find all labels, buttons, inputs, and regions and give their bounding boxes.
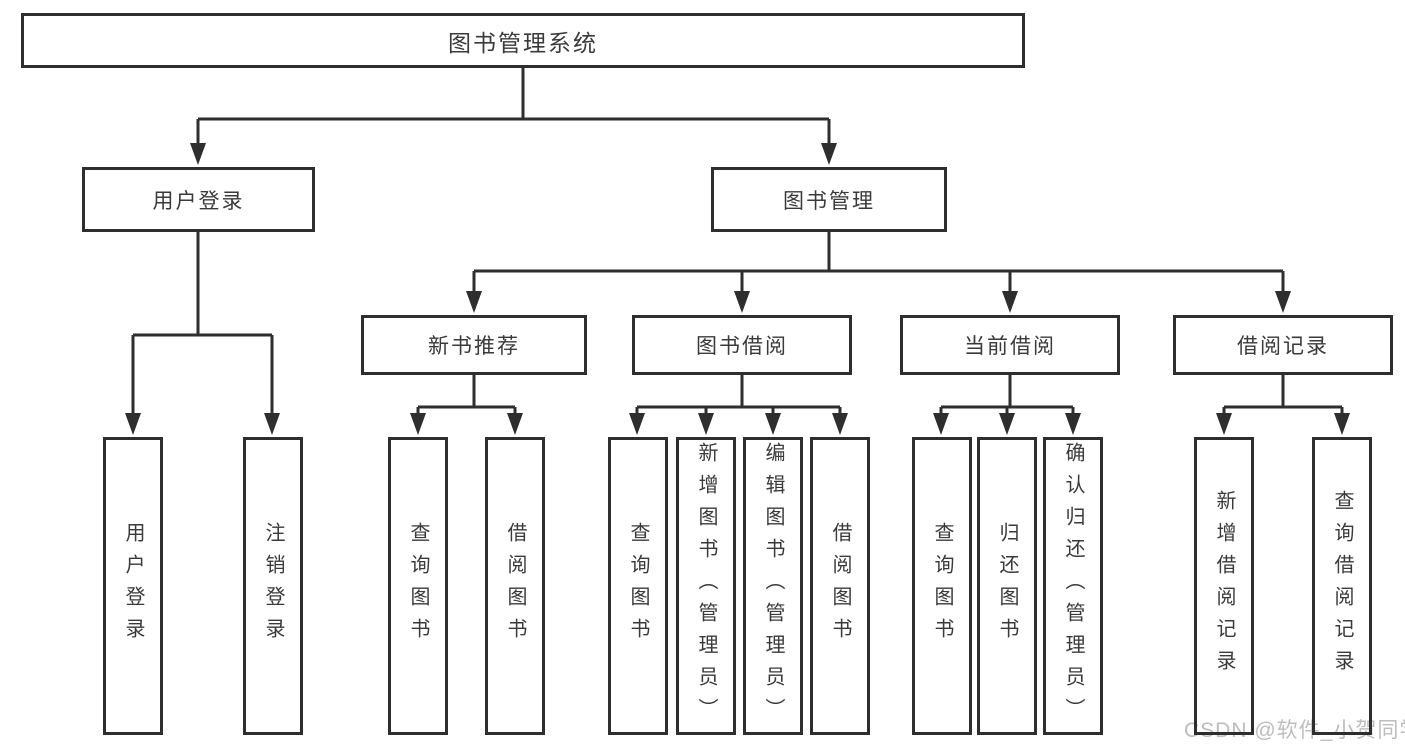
connector-newbook-to-leaves [416, 375, 517, 417]
node-label: 归还图书 [996, 522, 1018, 650]
node-leaf-borrow-books-1: 借阅图书 [485, 437, 545, 735]
node-leaf-query-books-1: 查询图书 [388, 437, 448, 735]
arrowheads [125, 143, 1350, 435]
connector-bookmgmt-to-level3 [472, 232, 1285, 295]
node-leaf-confirm-return-admin: 确认归还（管理员） [1043, 437, 1103, 735]
node-label: 当前借阅 [964, 335, 1056, 358]
connector-bookborrow-to-leaves [635, 375, 842, 417]
node-book-management: 图书管理 [711, 167, 947, 232]
node-label: 查询图书 [407, 522, 429, 650]
node-leaf-add-borrow-record: 新增借阅记录 [1194, 437, 1254, 735]
node-current-borrowing: 当前借阅 [900, 315, 1120, 375]
node-label: 查询图书 [627, 522, 649, 650]
node-label: 图书借阅 [696, 335, 788, 358]
node-label: 借阅记录 [1237, 335, 1329, 358]
node-borrowing-records: 借阅记录 [1173, 315, 1393, 375]
node-leaf-edit-books-admin: 编辑图书（管理员） [743, 437, 803, 735]
node-label: 编辑图书（管理员） [762, 442, 784, 730]
connector-root-to-level2 [196, 68, 831, 147]
connector-currentborrow-to-leaves [939, 375, 1075, 417]
node-leaf-query-borrow-record: 查询借阅记录 [1312, 437, 1372, 735]
connector-userlogin-to-leaves [131, 232, 274, 417]
node-label: 查询图书 [931, 522, 953, 650]
node-library-management-system: 图书管理系统 [21, 13, 1025, 68]
node-label: 新增图书（管理员） [695, 442, 717, 730]
node-label: 新增借阅记录 [1213, 490, 1235, 682]
node-label: 图书管理 [783, 189, 875, 213]
node-new-book-recommendation: 新书推荐 [361, 315, 587, 375]
node-label: 用户登录 [122, 522, 144, 650]
node-label: 借阅图书 [504, 522, 526, 650]
node-label: 借阅图书 [829, 522, 851, 650]
node-label: 查询借阅记录 [1331, 490, 1353, 682]
node-leaf-return-books: 归还图书 [977, 437, 1037, 735]
node-leaf-query-books-2: 查询图书 [608, 437, 668, 735]
node-book-borrowing: 图书借阅 [632, 315, 852, 375]
node-leaf-borrow-books-2: 借阅图书 [810, 437, 870, 735]
node-label: 图书管理系统 [448, 29, 598, 56]
node-label: 用户登录 [152, 189, 245, 213]
node-user-login: 用户登录 [82, 167, 315, 232]
node-label: 新书推荐 [428, 335, 520, 358]
node-label: 注销登录 [262, 522, 284, 650]
csdn-watermark: CSDN @软件_小贺同学 [1184, 719, 1405, 742]
node-leaf-query-books-3: 查询图书 [912, 437, 972, 735]
node-leaf-logout: 注销登录 [243, 437, 303, 735]
connector-records-to-leaves [1222, 375, 1344, 417]
node-leaf-add-books-admin: 新增图书（管理员） [676, 437, 736, 735]
node-label: 确认归还（管理员） [1062, 442, 1084, 730]
node-leaf-user-login: 用户登录 [103, 437, 163, 735]
